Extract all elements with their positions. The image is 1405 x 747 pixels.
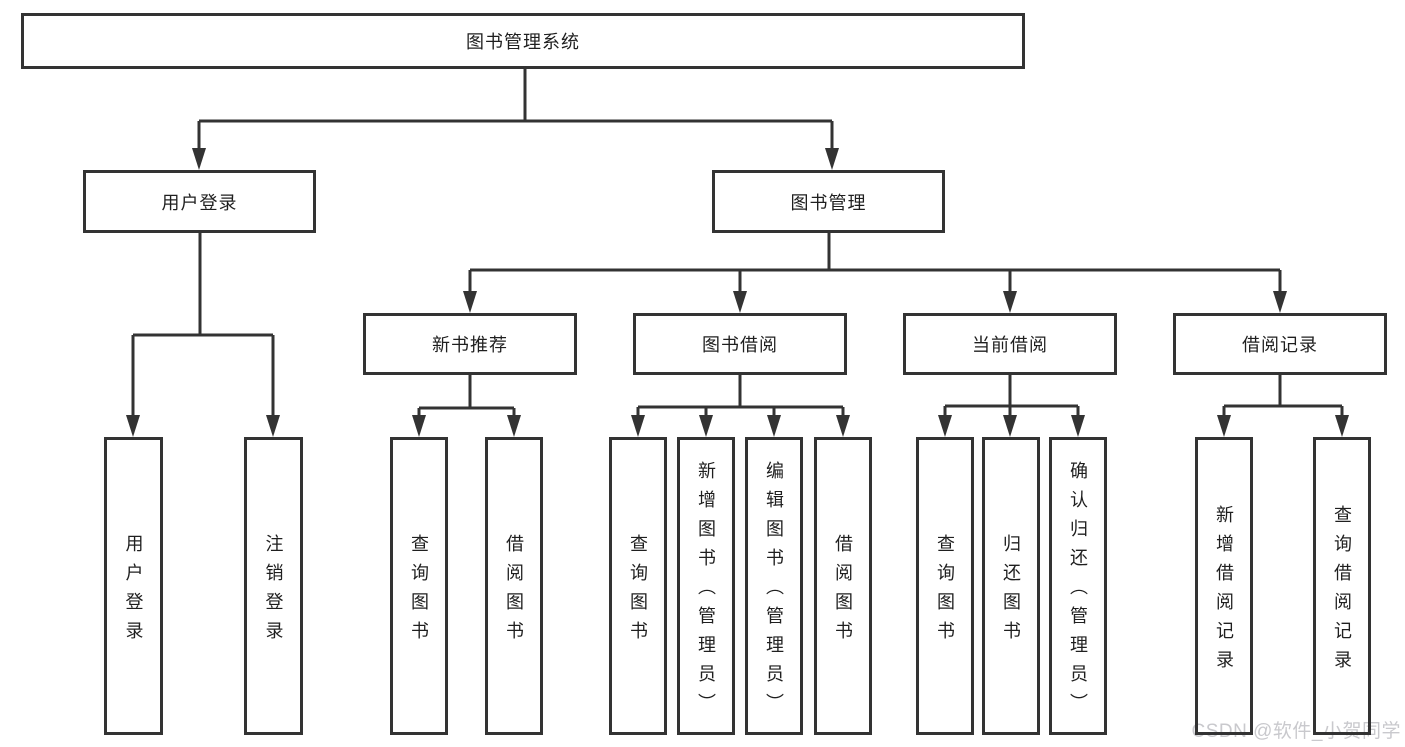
leaf-borrow-add-books-admin: 新增图书（管理员） (677, 437, 735, 735)
node-book-borrowing: 图书借阅 (633, 313, 847, 375)
leaf-borrow-edit-books-admin-label: 编辑图书（管理员） (764, 461, 784, 722)
node-current-borrowing-label: 当前借阅 (972, 335, 1048, 355)
leaf-record-query-borrow-record: 查询借阅记录 (1313, 437, 1371, 735)
node-book-management: 图书管理 (712, 170, 945, 233)
leaf-user-login-label: 用户登录 (123, 533, 144, 650)
node-borrowing-records: 借阅记录 (1173, 313, 1387, 375)
leaf-newbook-borrow-books-label: 借阅图书 (504, 533, 524, 650)
leaf-newbook-borrow-books: 借阅图书 (485, 437, 543, 735)
node-root-label: 图书管理系统 (466, 32, 580, 52)
leaf-record-add-borrow-record: 新增借阅记录 (1195, 437, 1253, 735)
leaf-current-query-books-label: 查询图书 (935, 533, 955, 650)
leaf-logout: 注销登录 (244, 437, 303, 735)
node-root: 图书管理系统 (21, 13, 1025, 69)
node-user-login: 用户登录 (83, 170, 316, 233)
leaf-current-confirm-return-admin-label: 确认归还（管理员） (1068, 461, 1088, 722)
node-book-management-label: 图书管理 (790, 192, 867, 213)
csdn-watermark: CSDN @软件_小贺同学 (1191, 721, 1401, 742)
leaf-record-add-borrow-record-label: 新增借阅记录 (1214, 504, 1234, 679)
leaf-user-login: 用户登录 (104, 437, 163, 735)
leaf-borrow-edit-books-admin: 编辑图书（管理员） (745, 437, 803, 735)
leaf-logout-label: 注销登录 (263, 533, 284, 650)
leaf-record-query-borrow-record-label: 查询借阅记录 (1332, 504, 1352, 679)
leaf-current-confirm-return-admin: 确认归还（管理员） (1049, 437, 1107, 735)
leaf-current-return-books: 归还图书 (982, 437, 1040, 735)
node-borrowing-records-label: 借阅记录 (1242, 335, 1318, 355)
node-current-borrowing: 当前借阅 (903, 313, 1117, 375)
leaf-newbook-query-books: 查询图书 (390, 437, 448, 735)
arrowheads (126, 148, 1349, 437)
leaf-newbook-query-books-label: 查询图书 (409, 533, 429, 650)
leaf-borrow-query-books: 查询图书 (609, 437, 667, 735)
connector-group (131, 69, 1344, 425)
node-new-book-recommend-label: 新书推荐 (432, 335, 508, 355)
leaf-borrow-borrow-books: 借阅图书 (814, 437, 872, 735)
leaf-borrow-borrow-books-label: 借阅图书 (833, 533, 853, 650)
leaf-borrow-query-books-label: 查询图书 (628, 533, 648, 650)
node-user-login-label: 用户登录 (161, 192, 238, 213)
leaf-current-return-books-label: 归还图书 (1001, 533, 1021, 650)
leaf-current-query-books: 查询图书 (916, 437, 974, 735)
node-new-book-recommend: 新书推荐 (363, 313, 577, 375)
node-book-borrowing-label: 图书借阅 (702, 335, 778, 355)
leaf-borrow-add-books-admin-label: 新增图书（管理员） (696, 461, 716, 722)
